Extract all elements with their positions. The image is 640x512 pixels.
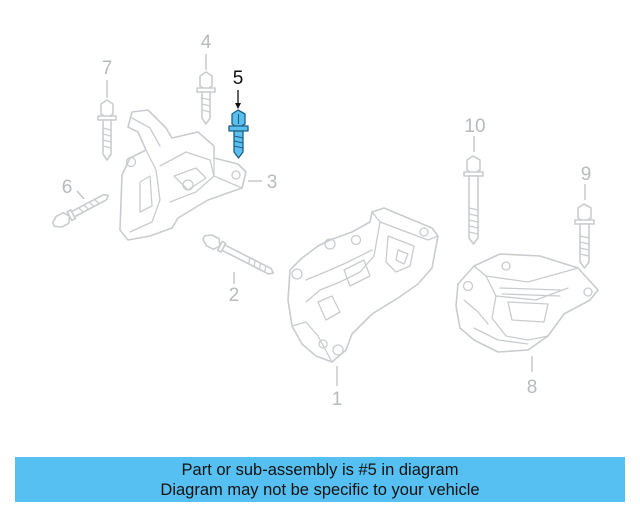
caption-banner: Part or sub-assembly is #5 in diagram Di…: [15, 457, 625, 502]
part-1-engine-bracket[interactable]: [287, 207, 439, 363]
part-8-rubber-mount[interactable]: [455, 253, 599, 353]
part-3-mount-bracket[interactable]: [119, 109, 247, 241]
leader-6: [76, 190, 85, 200]
callout-8: 8: [527, 377, 538, 398]
callout-9: 9: [581, 164, 592, 185]
callout-10: 10: [464, 116, 485, 137]
callout-3: 3: [267, 172, 278, 193]
leader-5-arrowhead: [235, 103, 241, 109]
part-5-bolt-highlighted[interactable]: [228, 109, 249, 159]
caption-line-part-number: Part or sub-assembly is #5 in diagram: [181, 460, 459, 479]
callout-7: 7: [102, 58, 113, 79]
part-4-bolt[interactable]: [196, 71, 216, 125]
callout-5: 5: [233, 68, 244, 89]
callout-2: 2: [229, 285, 240, 306]
part-6-bolt[interactable]: [51, 190, 111, 230]
callout-6: 6: [62, 177, 73, 198]
parts-diagram: 4 7 5 6 3 2 1 10 9 8: [51, 32, 599, 410]
callout-4: 4: [201, 32, 212, 53]
part-9-bolt[interactable]: [574, 203, 595, 269]
caption-line-disclaimer: Diagram may not be specific to your vehi…: [160, 480, 480, 499]
part-7-bolt[interactable]: [97, 99, 117, 161]
callout-1: 1: [332, 389, 343, 410]
part-2-bolt[interactable]: [201, 232, 276, 278]
part-10-bolt[interactable]: [463, 155, 484, 245]
